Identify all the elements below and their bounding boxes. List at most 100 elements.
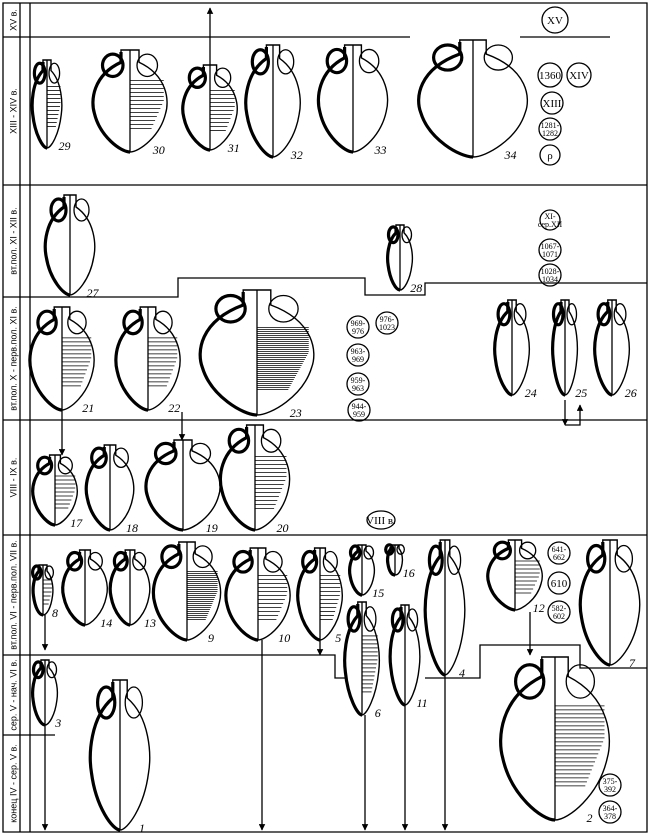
handle [95, 685, 117, 720]
vessel-14: 14 [61, 549, 112, 630]
period-label: XIII - XIV в. [8, 88, 18, 134]
vessel-section [108, 552, 131, 627]
vessel-8: 8 [30, 564, 58, 620]
date-marker-xiii: XIII [540, 91, 564, 115]
handle [189, 442, 212, 465]
period-label: конец IV - сер. V в. [8, 744, 18, 822]
date-label: сер.XII [538, 220, 563, 229]
date-label: 1023 [379, 323, 395, 332]
handle [396, 544, 405, 555]
vessel-number: 17 [70, 516, 83, 530]
vessel-number: 4 [459, 666, 465, 680]
date-label: 1281- [541, 121, 560, 130]
date-label: 959- [351, 376, 366, 385]
vessel-5: 5 [296, 547, 343, 645]
date-marker-viii: VIII в. [366, 510, 396, 530]
handle [447, 545, 462, 576]
date-label: 1067- [541, 242, 560, 251]
date-marker-xv: XV [541, 6, 569, 34]
vessel-22: 22 [114, 306, 181, 415]
date-label: 392 [604, 785, 616, 794]
date-marker-976: 976-1023 [375, 311, 399, 335]
vessel-number: 20 [277, 521, 289, 535]
date-label: 641- [552, 545, 567, 554]
handle [227, 427, 251, 454]
handle [153, 310, 173, 335]
vessel-section [244, 47, 274, 159]
vessel-number: 22 [168, 401, 180, 415]
vessel-20: 20 [218, 424, 291, 535]
handle [36, 309, 58, 336]
handle [73, 198, 90, 222]
handle [90, 446, 108, 470]
vessel-section [84, 447, 111, 532]
vessel-section [114, 309, 149, 412]
vessel-number: 1 [139, 821, 145, 835]
vessel-section [348, 547, 363, 597]
period-label: XV в. [8, 9, 18, 31]
date-circle [538, 238, 562, 262]
vessel-24: 24 [493, 299, 537, 400]
vessel-section [218, 427, 256, 532]
vessel-number: 9 [208, 631, 214, 645]
date-label: 1282 [542, 129, 558, 138]
vessel-number: 29 [59, 139, 71, 153]
handle [66, 550, 84, 572]
handle [386, 225, 400, 245]
date-label: 662 [553, 553, 565, 562]
date-label: XV [547, 15, 563, 27]
vessel-16: 16 [384, 543, 415, 580]
vessel-34: 34 [417, 39, 529, 162]
vessel-17: 17 [31, 454, 83, 530]
date-label: 1360 [539, 70, 562, 82]
handle [518, 541, 537, 560]
vessel-number: 16 [403, 566, 415, 580]
handle [122, 309, 144, 336]
vessel-number: 24 [525, 386, 537, 400]
vessel-number: 25 [575, 386, 587, 400]
vessel-section [43, 197, 71, 297]
date-circle [375, 311, 399, 335]
handle [596, 302, 612, 327]
date-label: 969- [351, 319, 366, 328]
vessel-section [181, 67, 211, 152]
vessel-number: 14 [100, 616, 112, 630]
vessel-number: 26 [625, 386, 637, 400]
vessel-31: 31 [181, 64, 240, 155]
date-label: 610 [551, 578, 568, 590]
handle [132, 551, 147, 571]
vessel-30: 30 [91, 49, 168, 157]
date-circle [539, 209, 561, 231]
date-marker-582: 582-602 [547, 600, 571, 624]
vessel-section [388, 607, 406, 707]
vessel-number: 13 [144, 616, 156, 630]
vessel-10: 10 [224, 547, 291, 645]
vessel-number: 30 [152, 143, 165, 157]
period-label: VIII - IX в. [8, 458, 18, 498]
vessel-19: 19 [144, 439, 221, 535]
handle [492, 540, 513, 561]
vessel-9: 9 [151, 541, 222, 645]
vessel-33: 33 [316, 44, 389, 157]
vessel-number: 6 [375, 706, 381, 720]
vessel-6: 6 [343, 601, 381, 720]
vessel-number: 12 [533, 601, 545, 615]
date-marker-969: 969-976 [346, 315, 370, 339]
vessel-1: 1 [88, 679, 151, 835]
handle [427, 544, 444, 576]
handle [31, 660, 45, 680]
date-marker-641: 641-662 [547, 541, 571, 565]
handle [100, 52, 125, 79]
vessel-number: 21 [82, 401, 94, 415]
vessel-number: 11 [417, 696, 428, 710]
vessel-3: 3 [31, 659, 61, 730]
period-label: сер. V - нач. VI в. [8, 659, 18, 730]
vessel-number: 23 [290, 406, 302, 420]
vessel-section [493, 302, 513, 397]
vessel-number: 3 [54, 716, 61, 730]
date-circle [537, 62, 563, 88]
handle [496, 302, 512, 327]
vessel-number: 33 [374, 143, 387, 157]
handle [363, 606, 377, 632]
